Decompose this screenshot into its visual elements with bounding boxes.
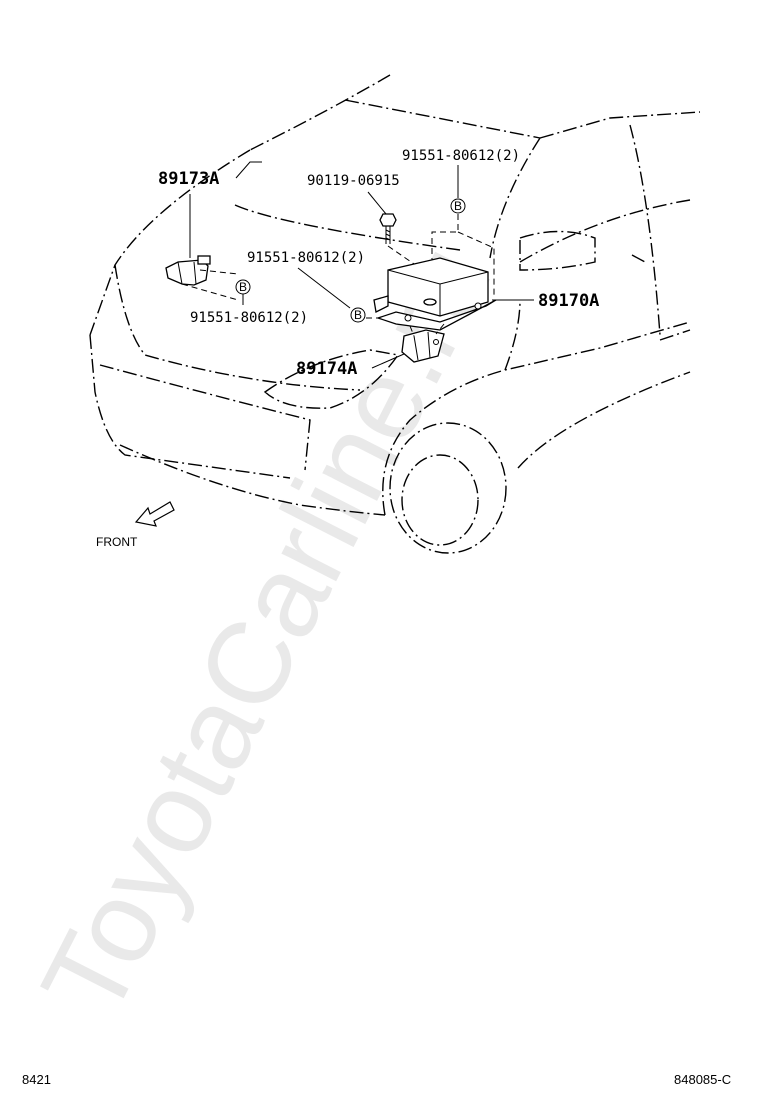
bolt-label-90119: 90119-06915 (307, 173, 400, 189)
nut-label-left: 91551-80612(2) (190, 310, 308, 326)
front-label: FRONT (96, 535, 138, 549)
figure-code: 848085-C (674, 1072, 731, 1087)
svg-text:B: B (354, 308, 362, 322)
svg-text:B: B (239, 280, 247, 294)
nut-label-top: 91551-80612(2) (402, 148, 520, 164)
front-arrow-icon (134, 501, 175, 527)
front-airbag-sensor-right[interactable] (401, 329, 445, 363)
part-label-89170a: 89170A (538, 291, 599, 311)
ref-b-left: B (235, 279, 251, 295)
ref-b-top: B (450, 198, 466, 214)
part-label-89174a: 89174A (296, 359, 357, 379)
bolt-icon (379, 213, 397, 244)
ref-b-mid: B (350, 307, 366, 323)
part-label-89173a: 89173A (158, 169, 219, 189)
front-airbag-sensor-left[interactable] (165, 255, 211, 286)
airbag-sensor-assembly-center[interactable] (373, 257, 497, 331)
nut-label-mid: 91551-80612(2) (247, 250, 365, 266)
svg-text:B: B (454, 199, 462, 213)
vehicle-outline (89, 74, 701, 554)
page-number: 8421 (22, 1072, 51, 1087)
